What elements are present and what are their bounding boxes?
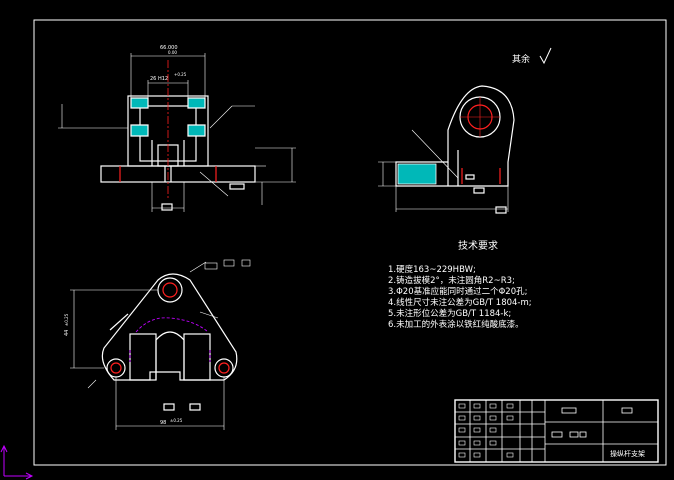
requirement-1: 1.硬度163~229HBW; <box>388 264 476 275</box>
front-view <box>100 60 256 211</box>
requirement-2: 2.铸造拔模2°，未注圆角R2~R3; <box>388 275 515 286</box>
front-view-hatch-left <box>130 97 149 109</box>
top-height-tol: ±0.25 <box>64 313 69 326</box>
side-view <box>395 85 515 214</box>
side-view-dimensions <box>378 129 509 212</box>
drawing-frame-outer <box>33 19 667 466</box>
tech-requirements-title: 技术要求 <box>458 239 498 252</box>
roughness-check-icon <box>539 47 552 65</box>
front-view-dimensions <box>58 53 296 212</box>
top-view-hole-left <box>110 362 122 374</box>
surface-note: 其余 <box>512 53 530 65</box>
requirement-4: 4.线性尺寸未注公差为GB/T 1804-m; <box>388 297 532 308</box>
front-inner-tol: +0.25 <box>174 72 187 77</box>
side-view-outline <box>395 85 515 187</box>
top-width-dim: 98 <box>160 420 166 426</box>
top-height-dim: 44 <box>64 330 70 336</box>
title-block <box>454 399 659 463</box>
requirement-5: 5.未注形位公差为GB/T 1184-k; <box>388 308 511 319</box>
top-view-dimensions <box>70 259 251 430</box>
part-name: 操纵杆支架 <box>610 449 645 458</box>
top-view-hole-right <box>218 362 230 374</box>
front-width-dim: 66.000 <box>160 45 178 51</box>
front-width-tol: 0.00 <box>168 50 177 55</box>
top-width-tol: ±0.25 <box>170 418 183 423</box>
requirement-6: 6.未加工的外表涂以铁红纯酸底漆。 <box>388 319 524 330</box>
front-view-base-flange <box>100 165 256 183</box>
front-view-hatch-right <box>187 97 206 109</box>
title-block-cell-marks <box>458 403 514 458</box>
tech-requirements-list: 1.硬度163~229HBW; 2.铸造拔模2°，未注圆角R2~R3; 3.Φ2… <box>388 264 532 330</box>
requirement-3: 3.Φ20基准应能同时通过二个Φ20孔; <box>388 286 528 297</box>
ucs-icon <box>0 444 34 480</box>
top-view <box>101 273 238 411</box>
front-inner-dim: 26 H12 <box>150 76 168 82</box>
side-view-hatch <box>397 163 437 185</box>
top-view-hole-top <box>162 282 178 298</box>
